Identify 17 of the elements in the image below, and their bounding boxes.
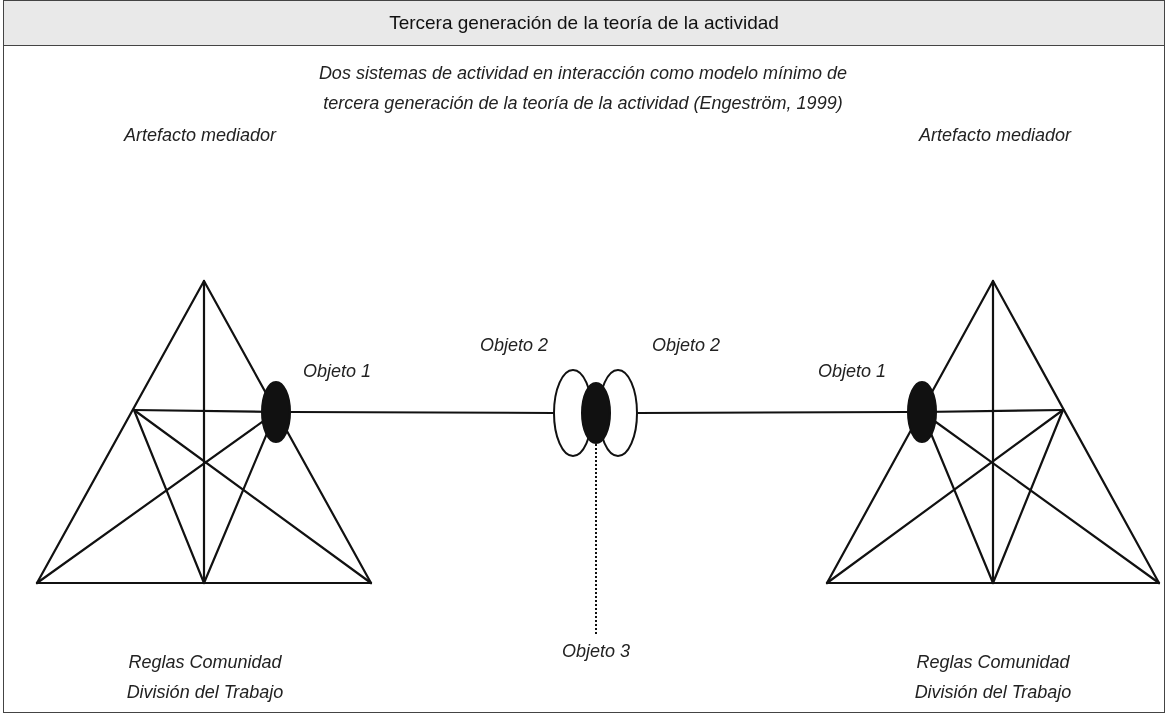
- connector-line: [637, 411, 908, 414]
- object-ellipse: [907, 381, 937, 443]
- connector-line: [290, 411, 554, 414]
- component-label: Objeto 1: [301, 360, 372, 383]
- component-label: Reglas Comunidad División del Trabajo: [913, 651, 1073, 704]
- component-label: Artefacto mediador: [917, 124, 1073, 147]
- title: Tercera generación de la teoría de la actividad: [388, 12, 780, 34]
- dotted-connector: [595, 443, 597, 637]
- object-ellipse: [261, 381, 291, 443]
- component-label: Objeto 2: [478, 334, 549, 357]
- node-label: Objeto 3: [545, 636, 647, 666]
- caption: Dos sistemas de actividad en interacción como modelo mínimo de tercera generación de la teoría de la actividad (Engeström, 1999): [317, 62, 849, 115]
- component-label: Artefacto mediador: [122, 124, 278, 147]
- component-label: Objeto 2: [650, 334, 721, 357]
- component-label: Reglas Comunidad División del Trabajo: [125, 651, 285, 704]
- component-label: Objeto 1: [816, 360, 887, 383]
- object-ellipse: [581, 382, 611, 444]
